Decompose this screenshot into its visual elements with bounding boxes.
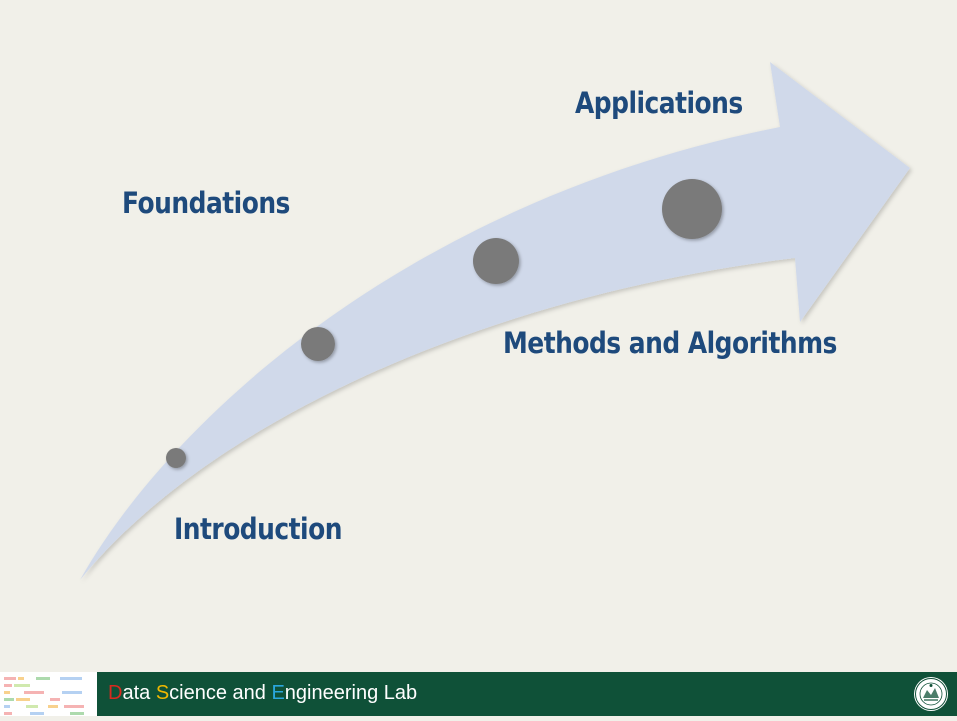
milestone-dot-methods	[473, 238, 519, 284]
milestone-dot-introduction	[166, 448, 186, 468]
lab-name-part-3: ngineering Lab	[284, 682, 418, 704]
lab-name-part-1: ata	[122, 682, 156, 704]
stage-label-applications: Applications	[575, 86, 743, 120]
footer-bar: Data Science and Engineering Lab	[0, 672, 957, 716]
lab-name-initial-d: D	[108, 682, 123, 704]
lab-name-initial-s: S	[155, 682, 170, 704]
slide-canvas: Applications Foundations Methods and Alg…	[80, 62, 910, 580]
lab-name: Data Science and Engineering Lab	[108, 682, 417, 705]
lab-name-initial-e: E	[271, 682, 285, 704]
progress-arrow-diagram	[80, 62, 910, 580]
stage-label-methods-and-algorithms: Methods and Algorithms	[503, 326, 837, 360]
milestone-dot-foundations	[301, 327, 335, 361]
lab-name-part-2: cience and	[169, 682, 272, 704]
curved-arrow	[80, 62, 910, 580]
milestone-dot-applications	[662, 179, 722, 239]
stage-label-foundations: Foundations	[122, 186, 290, 220]
stage-label-introduction: Introduction	[174, 512, 342, 546]
university-seal-icon	[913, 676, 949, 712]
dsel-pixel-logo-icon	[0, 672, 97, 716]
